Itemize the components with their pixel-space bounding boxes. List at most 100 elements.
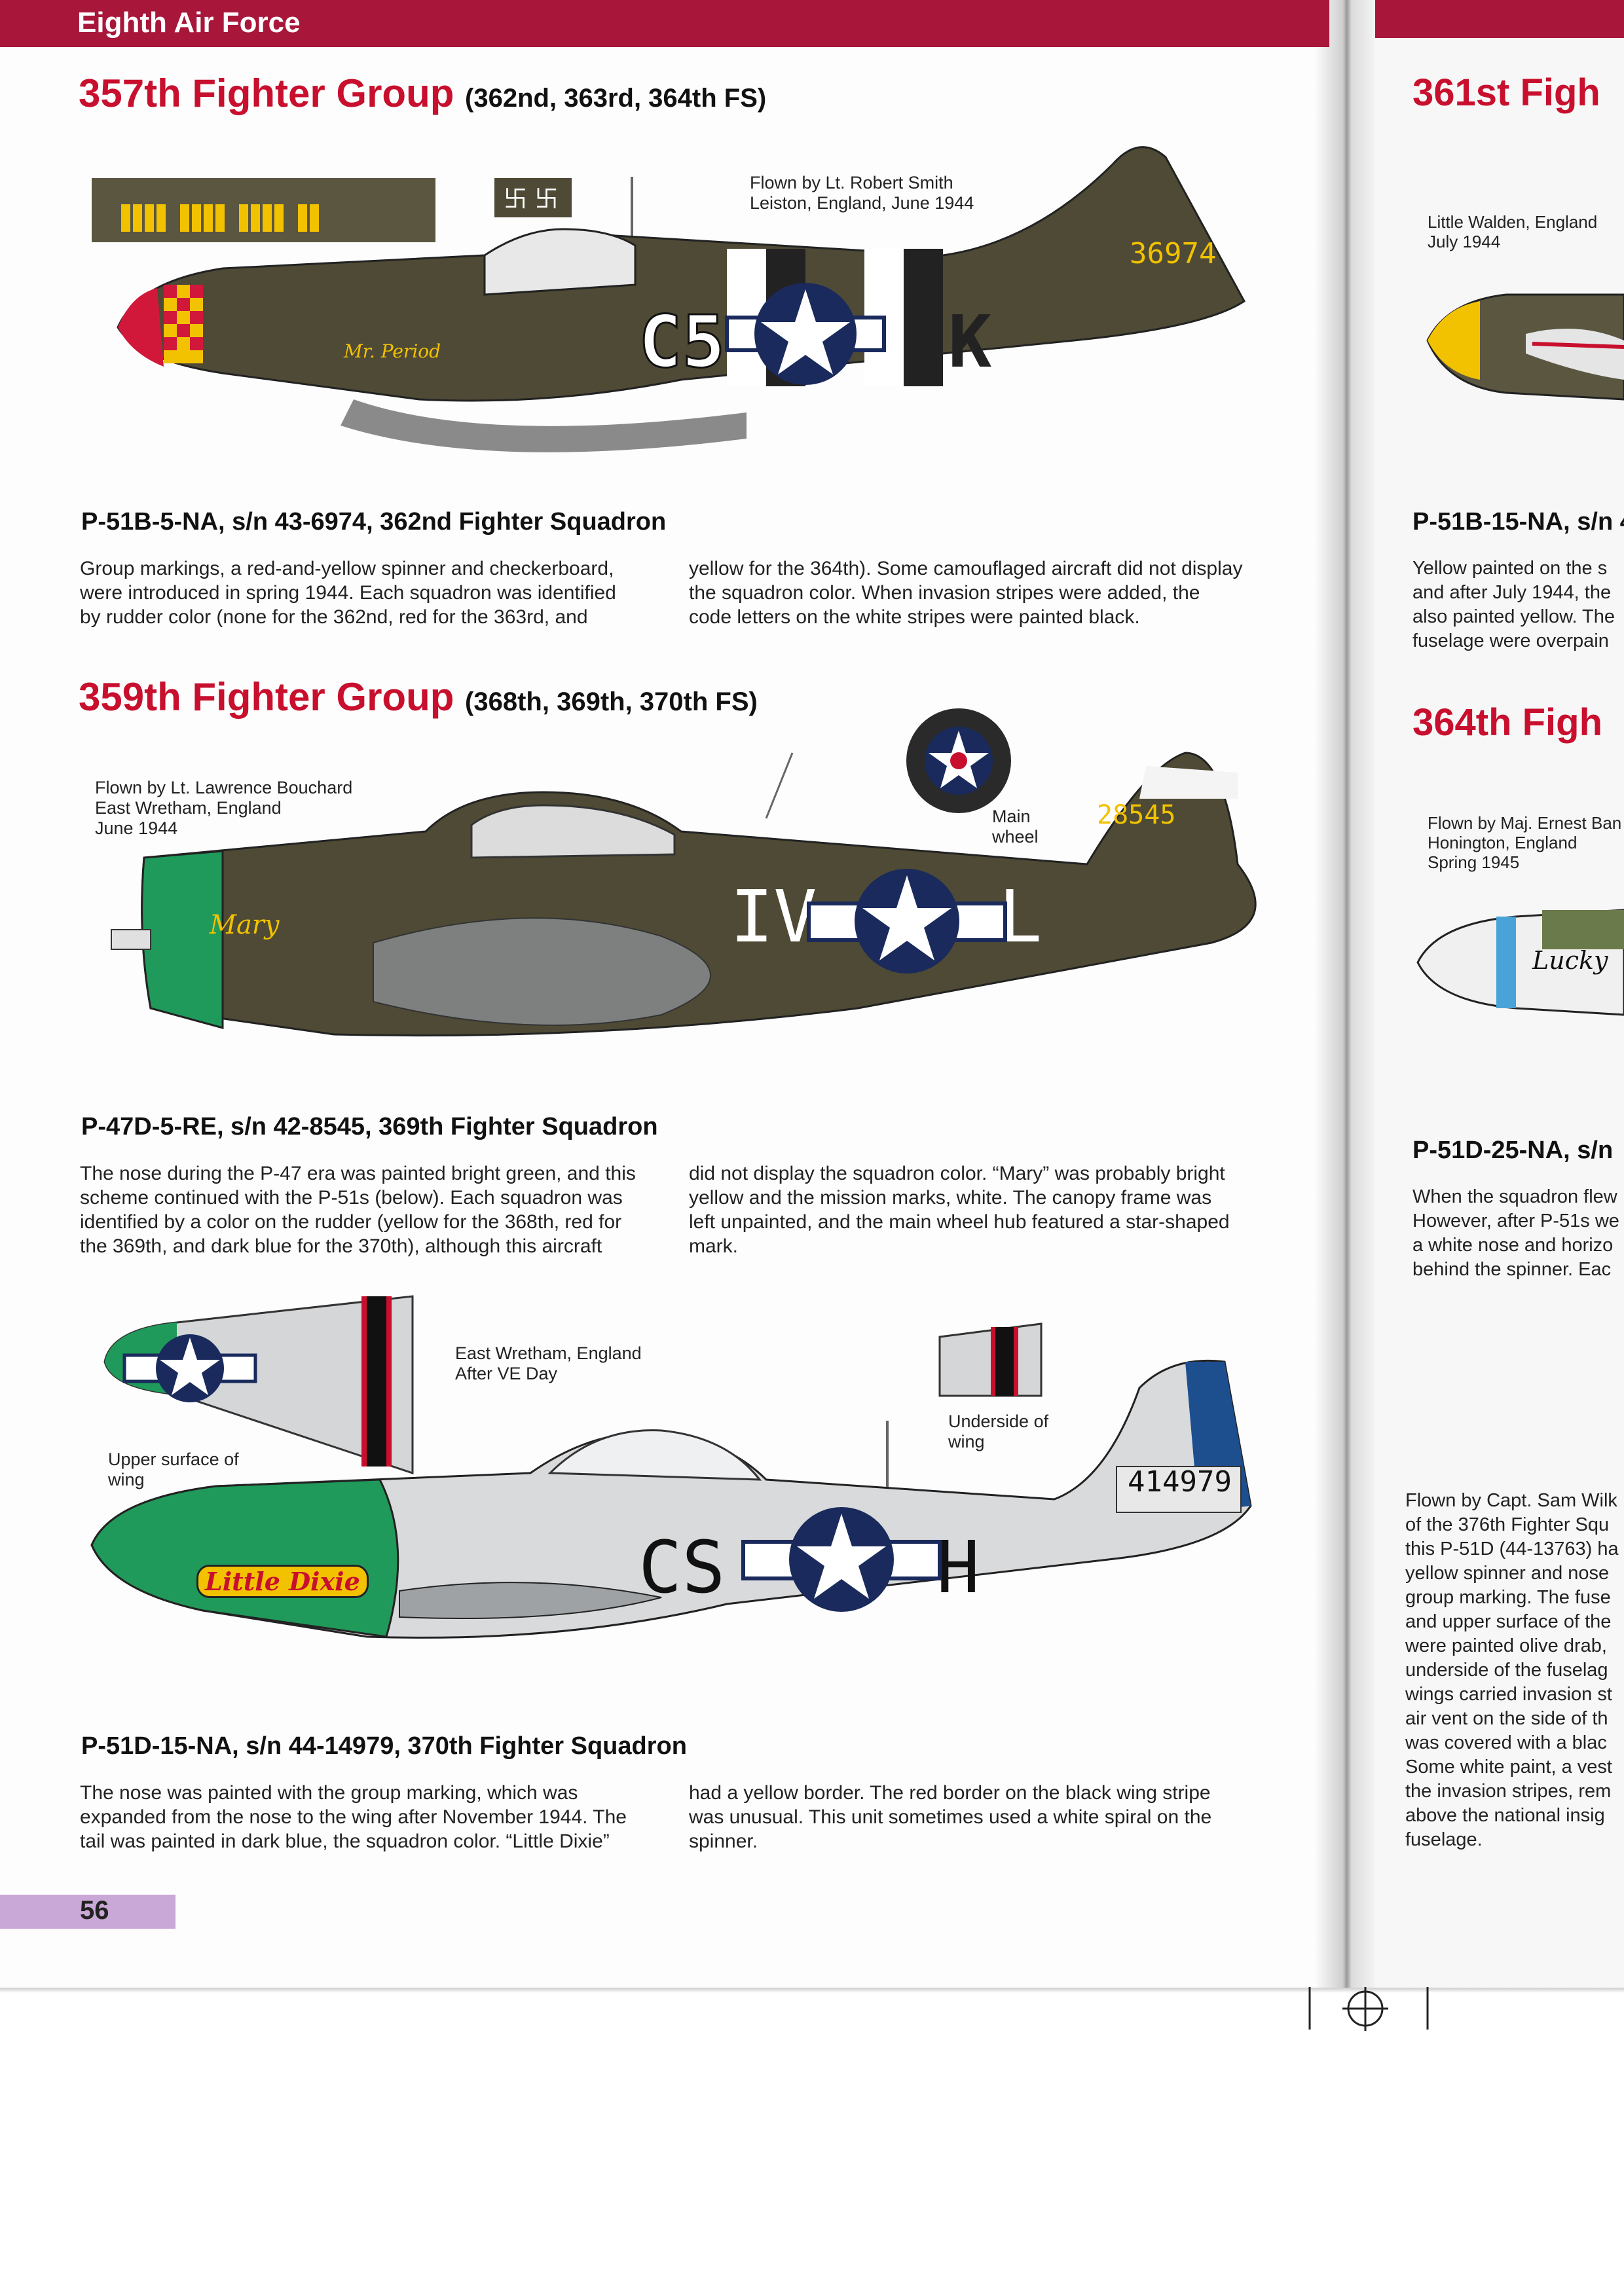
text-359-right-4: mark.	[689, 1235, 738, 1257]
right-text-376-12: Some white paint, a vest	[1405, 1757, 1612, 1777]
p51d-code-right: H	[936, 1525, 980, 1609]
subtitle-p51d: P-51D-15-NA, s/n 44-14979, 370th Fighter…	[81, 1732, 687, 1760]
p47-nose-art: Mary	[210, 910, 280, 940]
text-p51d-left: The nose was painted with the group mark…	[80, 1781, 656, 1853]
text-357-right: yellow for the 364th). Some camouflaged …	[689, 556, 1265, 629]
text-359-right: did not display the squadron color. “Mar…	[689, 1161, 1265, 1258]
right-caption-361-2: July 1944	[1428, 232, 1501, 251]
right-caption-361-1: Little Walden, England	[1428, 212, 1598, 232]
page-gutter	[1316, 0, 1375, 1990]
right-nose-art-364: Lucky	[1532, 946, 1608, 975]
right-caption-364-1: Flown by Maj. Ernest Ban	[1428, 813, 1622, 833]
right-text-376-6: and upper surface of the	[1405, 1611, 1612, 1632]
right-text-361-4: fuselage were overpain	[1412, 630, 1609, 651]
group-title-359-text: 359th Fighter Group	[79, 675, 454, 719]
right-text-364-1: When the squadron flew	[1412, 1186, 1617, 1207]
caption-357-line2: Leiston, England, June 1944	[750, 193, 974, 213]
text-359-left-2: scheme continued with the P-51s (below).…	[80, 1187, 623, 1209]
right-text-376-3: this P-51D (44-13763) ha	[1405, 1539, 1619, 1559]
text-359-right-2: yellow and the mission marks, white. The…	[689, 1187, 1212, 1209]
text-p51d-right-1: had a yellow border. The red border on t…	[689, 1782, 1211, 1804]
right-subtitle-361: P-51B-15-NA, s/n 4	[1412, 508, 1624, 536]
group-title-357-text: 357th Fighter Group	[79, 71, 454, 115]
p51b-code-left: C5	[637, 299, 726, 385]
section-banner: Eighth Air Force	[0, 0, 1329, 47]
registration-mark-icon	[1308, 1987, 1429, 2031]
wheel-label-1: Main	[992, 807, 1031, 826]
underside-wing-label: Underside of wing	[948, 1412, 1048, 1452]
p47-tail-serial: 28545	[1097, 800, 1176, 830]
mission-marks-plate	[92, 178, 435, 242]
section-title: Eighth Air Force	[77, 7, 301, 39]
p51b-code-right: K	[948, 300, 992, 384]
right-caption-364: Flown by Maj. Ernest Ban Honington, Engl…	[1428, 813, 1621, 872]
right-title-361: 361st Figh	[1412, 71, 1600, 114]
p51d-tail-serial: 414979	[1128, 1465, 1232, 1499]
caption-357: Flown by Lt. Robert Smith Leiston, Engla…	[750, 173, 974, 213]
svg-text:卐 卐: 卐 卐	[504, 186, 558, 213]
right-aircraft-364	[1416, 909, 1624, 1016]
text-357-left-1: Group markings, a red-and-yellow spinner…	[80, 558, 614, 579]
text-357-right-2: the squadron color. When invasion stripe…	[689, 582, 1200, 604]
wheel-label-2: wheel	[992, 827, 1039, 847]
right-text-361-3: also painted yellow. The	[1412, 606, 1615, 627]
caption-359-line2: East Wretham, England	[95, 798, 282, 818]
right-text-376-8: underside of the fuselag	[1405, 1660, 1608, 1681]
p51d-profile	[90, 1359, 1252, 1639]
caption-359-line1: Flown by Lt. Lawrence Bouchard	[95, 778, 353, 797]
p47-national-insignia	[807, 869, 1007, 974]
main-wheel-hub	[906, 708, 1011, 813]
text-p51d-right-2: was unusual. This unit sometimes used a …	[689, 1806, 1212, 1828]
right-title-364: 364th Figh	[1412, 701, 1603, 744]
text-357-left: Group markings, a red-and-yellow spinner…	[80, 556, 656, 629]
right-text-376: Flown by Capt. Sam Wilk of the 376th Fig…	[1405, 1489, 1619, 1852]
caption-357-line1: Flown by Lt. Robert Smith	[750, 173, 953, 192]
p51b-tail-serial: 36974	[1130, 237, 1217, 270]
right-text-376-11: was covered with a blac	[1405, 1732, 1607, 1753]
right-text-376-7: were painted olive drab,	[1405, 1635, 1607, 1656]
text-357-left-3: by rudder color (none for the 362nd, red…	[80, 606, 588, 628]
p47-profile	[111, 752, 1257, 1037]
right-text-364: When the squadron flew However, after P-…	[1412, 1185, 1619, 1282]
page-number-tab: 56	[0, 1895, 175, 1929]
text-357-right-1: yellow for the 364th). Some camouflaged …	[689, 558, 1243, 579]
upper-wing-label-1: Upper surface of	[108, 1449, 239, 1469]
text-357-left-2: were introduced in spring 1944. Each squ…	[80, 582, 616, 604]
group-squadrons-357: (362nd, 363rd, 364th FS)	[465, 84, 767, 113]
text-359-left-4: the 369th, and dark blue for the 370th),…	[80, 1235, 602, 1257]
text-p51d-right: had a yellow border. The red border on t…	[689, 1781, 1265, 1853]
p51d-nose-art: Little Dixie	[196, 1565, 369, 1598]
upper-wing-label: Upper surface of wing	[108, 1449, 239, 1490]
right-caption-364-3: Spring 1945	[1428, 852, 1520, 872]
right-text-376-13: the invasion stripes, rem	[1405, 1781, 1612, 1802]
page-edge-shadow	[0, 1988, 1624, 1993]
right-aircraft-361	[1426, 293, 1624, 401]
page-number: 56	[80, 1896, 109, 1925]
upper-wing-label-2: wing	[108, 1470, 145, 1489]
underside-wing-label-1: Underside of	[948, 1412, 1049, 1431]
underside-wing-label-2: wing	[948, 1432, 985, 1451]
p51b-national-insignia	[725, 283, 886, 385]
group-title-359: 359th Fighter Group (368th, 369th, 370th…	[79, 674, 758, 720]
wheel-label: Main wheel	[992, 807, 1039, 847]
right-text-364-4: behind the spinner. Eac	[1412, 1259, 1612, 1280]
right-subtitle-364: P-51D-25-NA, s/n	[1412, 1137, 1614, 1164]
text-p51d-left-3: tail was painted in dark blue, the squad…	[80, 1831, 610, 1852]
text-p51d-right-3: spinner.	[689, 1831, 758, 1852]
subtitle-357: P-51B-5-NA, s/n 43-6974, 362nd Fighter S…	[81, 508, 667, 536]
subtitle-359: P-47D-5-RE, s/n 42-8545, 369th Fighter S…	[81, 1113, 658, 1140]
right-text-376-10: air vent on the side of th	[1405, 1708, 1608, 1729]
right-text-376-14: above the national insig	[1405, 1805, 1605, 1826]
group-squadrons-359: (368th, 369th, 370th FS)	[465, 687, 758, 716]
p51d-code-left: CS	[638, 1525, 726, 1609]
right-text-361-1: Yellow painted on the s	[1412, 558, 1608, 579]
caption-359-line3: June 1944	[95, 818, 178, 838]
right-text-364-3: a white nose and horizo	[1412, 1235, 1614, 1256]
text-359-left-1: The nose during the P-47 era was painted…	[80, 1163, 636, 1184]
p47-code-left: IV	[730, 875, 817, 958]
right-text-376-15: fuselage.	[1405, 1829, 1483, 1850]
caption-359: Flown by Lt. Lawrence Bouchard East Wret…	[95, 778, 352, 839]
text-359-right-1: did not display the squadron color. “Mar…	[689, 1163, 1225, 1184]
right-caption-364-2: Honington, England	[1428, 833, 1578, 852]
